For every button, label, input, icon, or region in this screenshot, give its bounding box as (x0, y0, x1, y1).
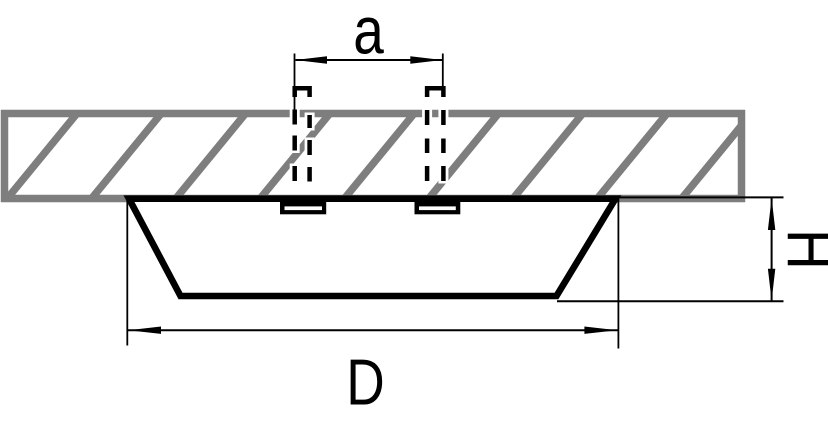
svg-text:H: H (774, 229, 828, 270)
svg-text:a: a (353, 0, 384, 68)
svg-text:D: D (346, 345, 384, 418)
